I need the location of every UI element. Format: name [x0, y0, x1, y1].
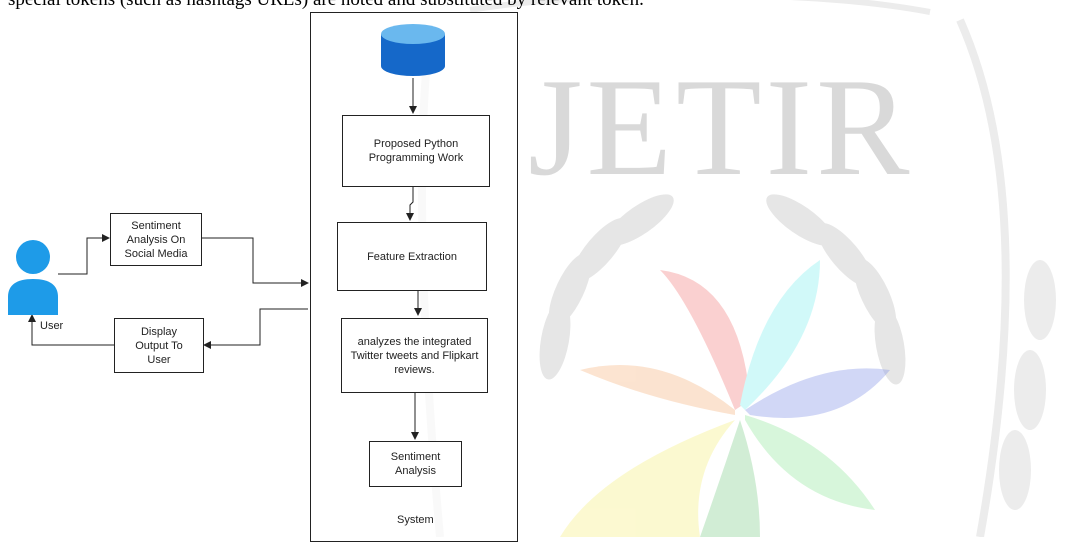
watermark-text: JETIR [528, 50, 914, 205]
header-text: special tokens (such as hashtags URLs) a… [8, 0, 644, 11]
arrow-social-to-system [201, 237, 309, 287]
node-sentiment-social: Sentiment Analysis On Social Media [110, 213, 202, 266]
user-icon [8, 240, 58, 315]
database-icon [381, 24, 445, 76]
node-display-output: Display Output To User [114, 318, 204, 373]
arrow-python-to-feature [406, 186, 414, 221]
arrow-display-to-user [28, 314, 114, 346]
system-label: System [397, 514, 434, 526]
node-analyzes: analyzes the integrated Twitter tweets a… [341, 318, 488, 393]
arrow-user-to-social [58, 234, 110, 275]
node-feature-extraction: Feature Extraction [337, 222, 487, 291]
arrow-system-to-display [203, 308, 308, 349]
node-python-work: Proposed Python Programming Work [342, 115, 490, 187]
node-sentiment-analysis: Sentiment Analysis [369, 441, 462, 487]
user-label: User [40, 320, 64, 332]
